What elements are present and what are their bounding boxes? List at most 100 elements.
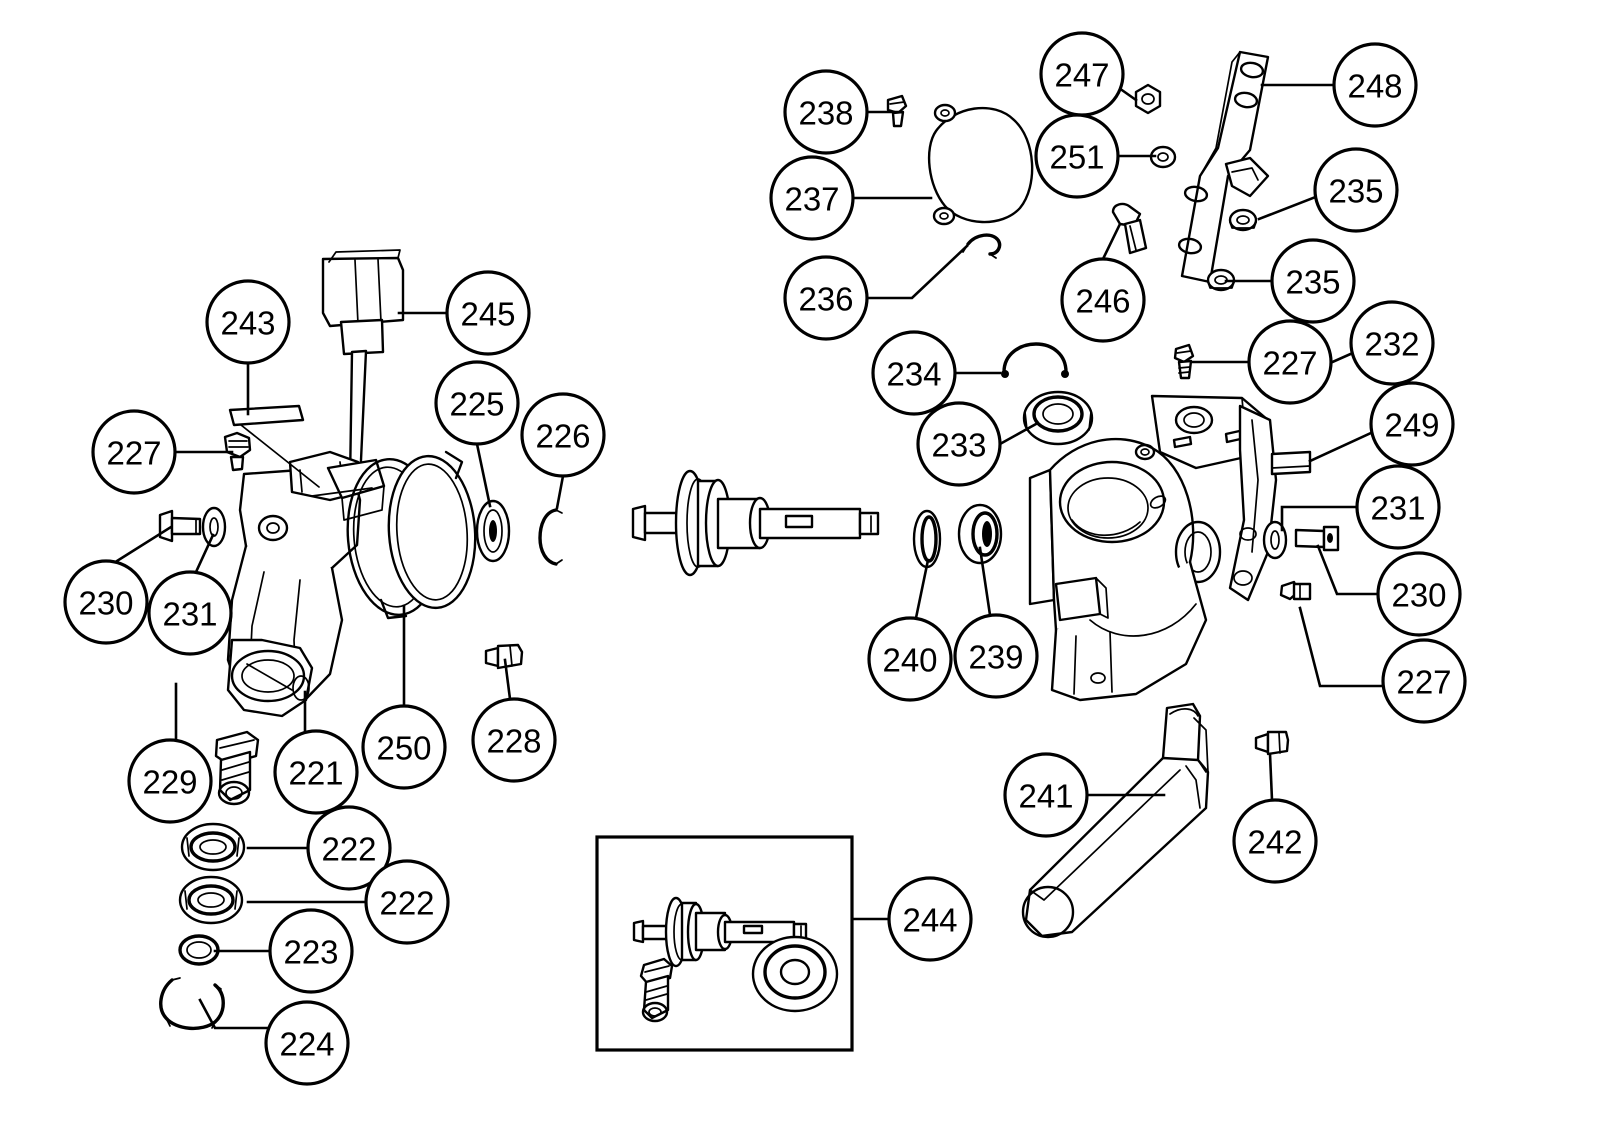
callout-235-lock-washer-upper[interactable]: 235	[1313, 147, 1399, 233]
callout-circle[interactable]	[1376, 551, 1462, 637]
callout-249-key[interactable]: 249	[1369, 381, 1455, 467]
callout-246-shoulder-bolt[interactable]: 246	[1060, 257, 1146, 343]
callout-label: 234	[886, 356, 941, 393]
leader-line-c246	[1101, 222, 1122, 261]
grease-fitting-right-part	[1173, 343, 1195, 380]
leader-line-c227r	[1298, 606, 1388, 688]
leader-line-c235	[1257, 194, 1320, 221]
callout-235-lock-washer-lower[interactable]: 235	[1270, 238, 1356, 324]
callout-circle[interactable]	[887, 876, 973, 962]
callout-245-switch-assembly[interactable]: 245	[445, 270, 531, 356]
flat-washer-small-part	[1149, 145, 1177, 169]
callout-222-bearing-upper[interactable]: 222	[306, 805, 392, 891]
center-spindle-assembly	[631, 469, 880, 577]
callout-circle[interactable]	[1232, 798, 1318, 884]
callout-label: 246	[1075, 283, 1130, 320]
callout-227-grease-fitting-right[interactable]: 227	[1247, 319, 1333, 405]
callout-circle[interactable]	[1247, 319, 1333, 405]
callout-label: 251	[1049, 139, 1104, 176]
callout-circle[interactable]	[783, 255, 869, 341]
callout-244-spindle-kit[interactable]: 244	[887, 876, 973, 962]
callout-circle[interactable]	[127, 738, 213, 824]
callout-231-washer-left[interactable]: 231	[147, 570, 233, 656]
callout-circle[interactable]	[268, 908, 354, 994]
callout-circle[interactable]	[1349, 300, 1435, 386]
callout-label: 241	[1018, 778, 1073, 815]
callout-circle[interactable]	[783, 69, 869, 155]
callout-225-bearing-sleeve[interactable]: 225	[434, 360, 520, 446]
callout-251-flat-washer-small[interactable]: 251	[1034, 113, 1120, 199]
callout-circle[interactable]	[1270, 238, 1356, 324]
callout-circle[interactable]	[364, 859, 450, 945]
callout-239-needle-bearing[interactable]: 239	[953, 613, 1039, 699]
leader-line-c226	[555, 474, 565, 510]
callout-label: 223	[283, 934, 338, 971]
callout-label: 235	[1328, 173, 1383, 210]
callout-circle[interactable]	[91, 409, 177, 495]
callout-224-retaining-ring-large[interactable]: 224	[264, 1000, 350, 1086]
leader-line-c239	[978, 546, 992, 617]
callout-232-gear-case[interactable]: 232	[1349, 300, 1435, 386]
callout-label: 231	[1370, 490, 1425, 527]
callout-247-hex-nut[interactable]: 247	[1039, 31, 1125, 117]
callout-223-snap-ring-small[interactable]: 223	[268, 908, 354, 994]
leader-line-c236	[865, 244, 969, 300]
callout-circle[interactable]	[1060, 257, 1146, 343]
callout-circle[interactable]	[916, 401, 1002, 487]
callout-229-spindle-collar[interactable]: 229	[127, 738, 213, 824]
callout-circle[interactable]	[434, 360, 520, 446]
callout-label: 221	[288, 755, 343, 792]
callout-243-name-plate[interactable]: 243	[205, 279, 291, 365]
callout-227-grease-fitting-left[interactable]: 227	[91, 409, 177, 495]
callout-242-handle-screw[interactable]: 242	[1232, 798, 1318, 884]
callout-227-grease-fitting-lower-right[interactable]: 227	[1381, 638, 1467, 724]
callout-circle[interactable]	[63, 559, 149, 645]
callout-circle[interactable]	[445, 270, 531, 356]
callout-label: 240	[882, 642, 937, 679]
inset-spindle	[632, 896, 808, 968]
callout-circle[interactable]	[1381, 638, 1467, 724]
callout-222-bearing-lower[interactable]: 222	[364, 859, 450, 945]
callout-233-ball-bearing[interactable]: 233	[916, 401, 1002, 487]
callout-circle[interactable]	[867, 616, 953, 702]
callout-circle[interactable]	[1003, 752, 1089, 838]
callout-237-cover-gasket[interactable]: 237	[769, 155, 855, 241]
cover-gasket-part	[927, 103, 1034, 226]
callout-label: 242	[1247, 824, 1302, 861]
right-fasteners	[1173, 343, 1340, 601]
callout-circle[interactable]	[520, 392, 606, 478]
callout-234-snap-ring[interactable]: 234	[871, 330, 957, 416]
callout-228-set-screw[interactable]: 228	[471, 697, 557, 783]
callout-circle[interactable]	[147, 570, 233, 656]
callout-231-washer-right[interactable]: 231	[1355, 464, 1441, 550]
callout-circle[interactable]	[953, 613, 1039, 699]
callout-226-retaining-ring[interactable]: 226	[520, 392, 606, 478]
callout-circle[interactable]	[1313, 147, 1399, 233]
callout-circle[interactable]	[1355, 464, 1441, 550]
callout-circle[interactable]	[361, 704, 447, 790]
leader-line-c231l	[194, 533, 215, 574]
callout-circle[interactable]	[1369, 381, 1455, 467]
callout-circle[interactable]	[306, 805, 392, 891]
leader-line-c231	[1280, 505, 1359, 532]
bolt-left-part	[158, 509, 202, 543]
callout-circle[interactable]	[1034, 113, 1120, 199]
callout-240-shim-ring[interactable]: 240	[867, 616, 953, 702]
callout-circle[interactable]	[769, 155, 855, 241]
callout-230-bolt-left[interactable]: 230	[63, 559, 149, 645]
callout-221-gear-housing[interactable]: 221	[273, 729, 359, 815]
callout-circle[interactable]	[471, 697, 557, 783]
callout-238-fitting-nipple[interactable]: 238	[783, 69, 869, 155]
inset-washer	[751, 935, 839, 1013]
callout-241-side-handle[interactable]: 241	[1003, 752, 1089, 838]
callout-circle[interactable]	[205, 279, 291, 365]
callout-circle[interactable]	[273, 729, 359, 815]
spindle-kit-inset	[595, 835, 854, 1052]
callout-circle[interactable]	[1332, 42, 1418, 128]
callout-236-retaining-clip[interactable]: 236	[783, 255, 869, 341]
callout-250-housing-tag[interactable]: 250	[361, 704, 447, 790]
callout-circle[interactable]	[871, 330, 957, 416]
callout-circle[interactable]	[264, 1000, 350, 1086]
callout-230-bolt-right[interactable]: 230	[1376, 551, 1462, 637]
callout-248-mounting-bracket[interactable]: 248	[1332, 42, 1418, 128]
